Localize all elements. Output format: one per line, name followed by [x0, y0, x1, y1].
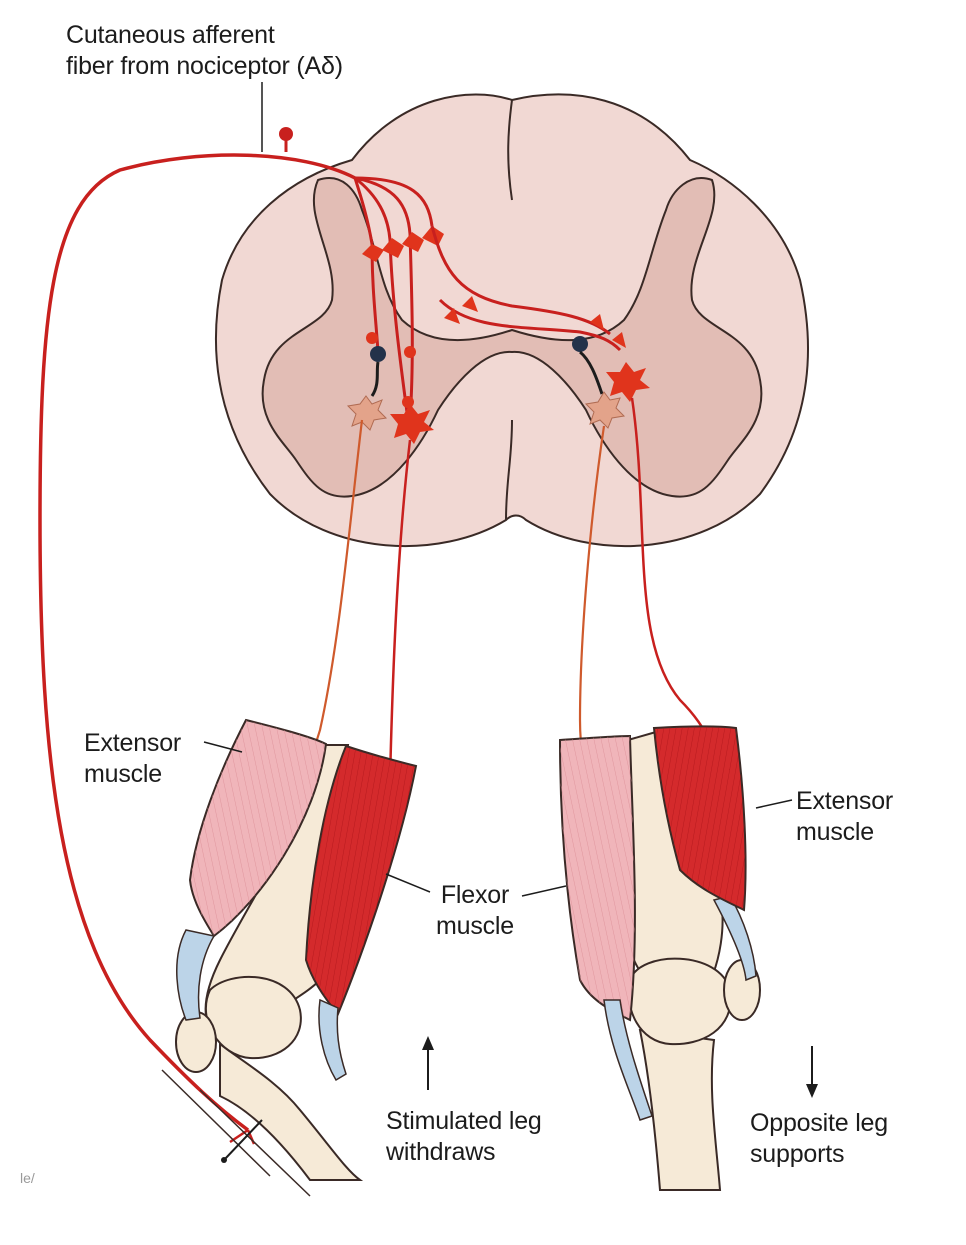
flexor-motor-neuron-left	[390, 404, 434, 444]
extensor-tendon-left	[176, 929, 216, 1021]
motor-neurons	[346, 362, 650, 444]
extensor-motor-neuron-left	[346, 395, 388, 431]
flexor-muscle-label: Flexor muscle	[436, 880, 514, 942]
flexor-tendon-right	[603, 999, 653, 1121]
stimulated-line2: withdraws	[386, 1138, 496, 1166]
inhibitory-interneuron-right	[572, 336, 604, 395]
extensor-muscle-right-label: Extensor muscle	[796, 786, 893, 848]
opposite-leg	[558, 725, 761, 1191]
dorsal-root-ganglion-cell-body	[279, 127, 293, 141]
flexor-line2: muscle	[436, 912, 514, 940]
extensor-left-line1: Extensor	[84, 729, 182, 757]
support-arrow-down-icon	[806, 1046, 818, 1098]
extensor-tendon-right	[712, 895, 757, 982]
opposite-leg-label: Opposite leg supports	[750, 1108, 888, 1170]
stimulus-pin-icon	[221, 1119, 263, 1163]
ventral-median-fissure	[505, 419, 513, 521]
extensor-right-line2: muscle	[796, 818, 874, 846]
withdraw-arrow-up-icon	[422, 1036, 434, 1090]
tibia-left	[219, 1041, 364, 1181]
knee-joint-right	[627, 957, 732, 1046]
ipsilateral-interneurons	[362, 226, 444, 421]
stimulated-leg	[161, 718, 418, 1197]
extensor-left-line2: muscle	[84, 760, 162, 788]
patella-left	[175, 1011, 217, 1073]
skin-line-1	[161, 1069, 271, 1177]
watermark: le/	[20, 1170, 35, 1186]
inhibitory-interneuron-left	[370, 346, 386, 397]
opposite-line2: supports	[750, 1140, 845, 1168]
extensor-motor-neuron-right	[606, 362, 650, 402]
afferent-fiber-label: Cutaneous afferent fiber from nociceptor…	[66, 20, 343, 82]
afferent-label-line1: Cutaneous afferent	[66, 21, 275, 49]
dorsal-median-septum	[507, 99, 513, 201]
skin-line-2	[199, 1089, 311, 1197]
flexor-tendon-left	[318, 998, 347, 1082]
label-leaders	[203, 741, 793, 897]
extensor-right-line1: Extensor	[796, 787, 894, 815]
opposite-line1: Opposite leg	[750, 1109, 888, 1137]
afferent-label-line2: fiber from nociceptor (Aδ)	[66, 52, 343, 80]
flexor-line1: Flexor	[440, 881, 510, 909]
stimulated-line1: Stimulated leg	[386, 1107, 542, 1135]
gray-matter	[261, 177, 763, 498]
tibia-right	[638, 1028, 722, 1191]
stimulated-leg-label: Stimulated leg withdraws	[386, 1106, 542, 1168]
afferent-fiber	[38, 82, 434, 1145]
extensor-muscle-left-label: Extensor muscle	[84, 728, 181, 790]
crossing-commissural-fibers	[430, 225, 626, 352]
flexor-motor-neuron-right	[584, 391, 626, 429]
